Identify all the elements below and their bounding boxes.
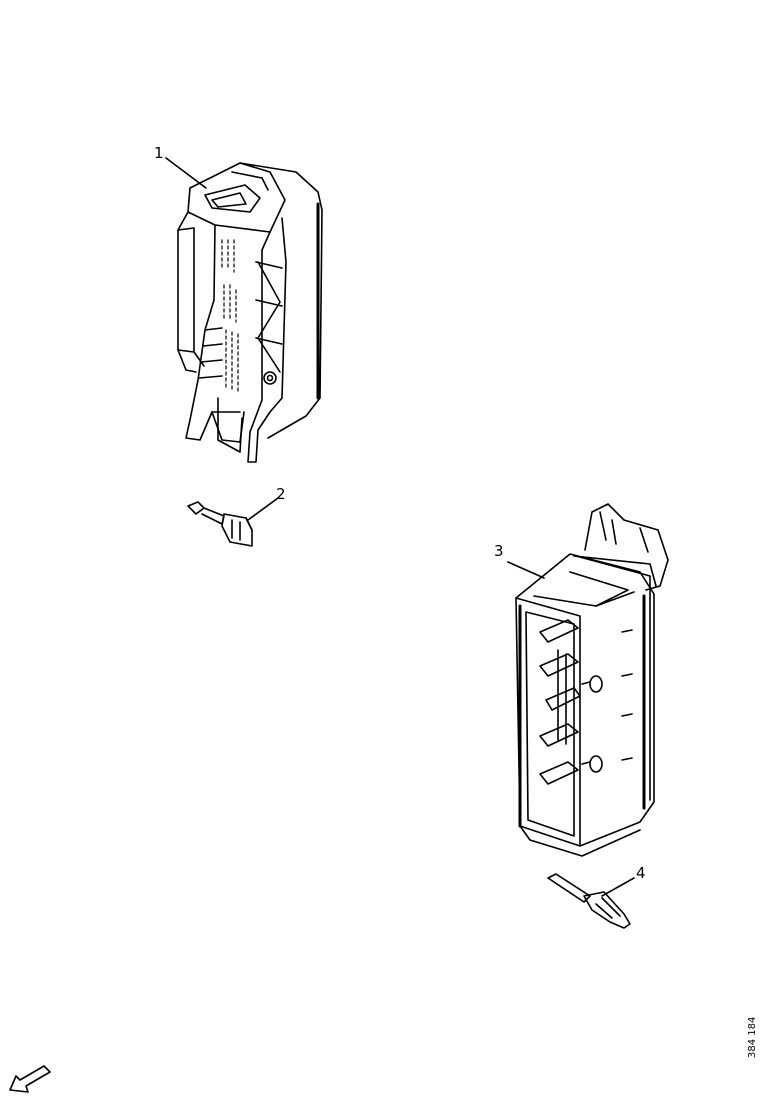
- connector-housing-1: [177, 162, 323, 463]
- leader-line-2: [247, 497, 279, 521]
- header-housing-3: [515, 503, 669, 857]
- callout-3: 3: [494, 542, 504, 560]
- leader-line-1: [165, 157, 207, 189]
- terminal-4: [547, 873, 631, 929]
- leader-line-4: [601, 877, 635, 897]
- callout-2: 2: [276, 485, 286, 503]
- leader-line-3: [507, 561, 545, 579]
- reference-number: 384 184: [747, 1016, 758, 1058]
- callout-4: 4: [636, 864, 646, 882]
- direction-arrow-icon: [9, 1065, 51, 1093]
- terminal-2: [187, 501, 253, 547]
- callout-1: 1: [154, 144, 164, 162]
